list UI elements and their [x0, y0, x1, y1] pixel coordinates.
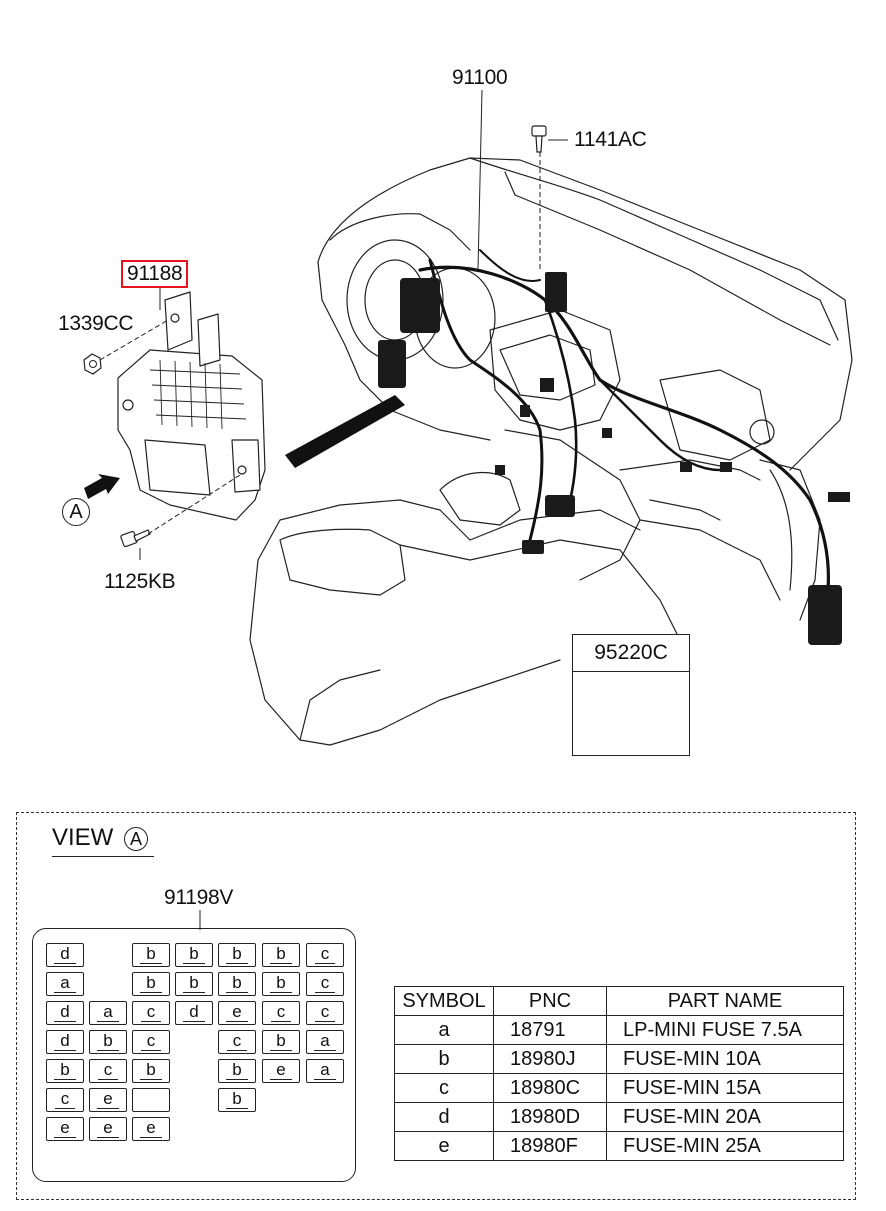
fuse-box-label: 91198V — [164, 886, 234, 909]
legend-part-name: FUSE-MIN 10A — [606, 1044, 844, 1074]
fuse-slot: c — [306, 972, 344, 996]
table-row: a 18791 LP-MINI FUSE 7.5A — [394, 1015, 844, 1045]
bolt-top-label: 1141AC — [574, 128, 647, 151]
legend-pnc: 18980D — [493, 1102, 607, 1132]
wiring-harness-illustration — [83, 89, 853, 746]
legend-pnc: 18980C — [493, 1073, 607, 1103]
legend-symbol: a — [394, 1015, 494, 1045]
relay-label: 95220C — [573, 635, 689, 672]
fuse-slot: b — [262, 1030, 300, 1054]
fuse-slot: c — [306, 943, 344, 967]
fuse-slot: b — [132, 1059, 170, 1083]
view-marker-circle: A — [62, 498, 90, 526]
legend-symbol: c — [394, 1073, 494, 1103]
view-title: VIEW A — [52, 824, 155, 857]
table-row: d 18980D FUSE-MIN 20A — [394, 1102, 844, 1132]
fuse-slot: c — [262, 1001, 300, 1025]
legend-header-part-name: PART NAME — [606, 986, 844, 1016]
fuse-slot: b — [218, 1088, 256, 1112]
fuse-box — [32, 928, 356, 1182]
fuse-slot: d — [46, 943, 84, 967]
fuse-slot: c — [306, 1001, 344, 1025]
legend-pnc: 18791 — [493, 1015, 607, 1045]
bolt-bottom-label: 1125KB — [104, 570, 176, 593]
fuse-slot: e — [132, 1117, 170, 1141]
fuse-slot: b — [175, 972, 213, 996]
table-row: c 18980C FUSE-MIN 15A — [394, 1073, 844, 1103]
junction-box-label: 91188 — [121, 260, 189, 288]
fuse-slot: b — [132, 972, 170, 996]
legend-symbol: d — [394, 1102, 494, 1132]
view-title-text: VIEW — [52, 824, 114, 851]
legend-part-name: LP-MINI FUSE 7.5A — [606, 1015, 844, 1045]
fuse-slot: c — [132, 1001, 170, 1025]
fuse-slot: b — [218, 1059, 256, 1083]
legend-symbol: b — [394, 1044, 494, 1074]
legend-part-name: FUSE-MIN 20A — [606, 1102, 844, 1132]
fuse-slot: b — [175, 943, 213, 967]
fuse-slot: d — [175, 1001, 213, 1025]
fuse-slot: b — [262, 943, 300, 967]
fuse-slot: a — [46, 972, 84, 996]
fuse-slot: a — [306, 1030, 344, 1054]
view-a-frame — [16, 812, 856, 1200]
nut-label: 1339CC — [58, 312, 134, 335]
legend-part-name: FUSE-MIN 25A — [606, 1131, 844, 1161]
relay-callout-box: 95220C — [572, 634, 690, 756]
fuse-slot: b — [218, 972, 256, 996]
fuse-slot: b — [218, 943, 256, 967]
fuse-slot: e — [46, 1117, 84, 1141]
fuse-slot: b — [262, 972, 300, 996]
fuse-slot: d — [46, 1001, 84, 1025]
legend-header-pnc: PNC — [493, 986, 607, 1016]
legend-header-symbol: SYMBOL — [394, 986, 494, 1016]
fuse-slot: e — [218, 1001, 256, 1025]
fuse-slot: e — [89, 1088, 127, 1112]
legend-pnc: 18980F — [493, 1131, 607, 1161]
legend-pnc: 18980J — [493, 1044, 607, 1074]
view-title-marker: A — [124, 826, 149, 851]
table-row: e 18980F FUSE-MIN 25A — [394, 1131, 844, 1161]
legend-header-row: SYMBOL PNC PART NAME — [394, 986, 844, 1016]
fuse-slot: e — [89, 1117, 127, 1141]
fuse-slot: a — [306, 1059, 344, 1083]
fuse-slot: c — [132, 1030, 170, 1054]
fuse-slot: b — [132, 943, 170, 967]
fuse-slot: b — [89, 1030, 127, 1054]
legend-symbol: e — [394, 1131, 494, 1161]
fuse-legend-table: SYMBOL PNC PART NAME a 18791 LP-MINI FUS… — [394, 986, 844, 1161]
legend-part-name: FUSE-MIN 15A — [606, 1073, 844, 1103]
harness-label: 91100 — [452, 66, 508, 89]
fuse-slot: c — [218, 1030, 256, 1054]
fuse-slot: b — [46, 1059, 84, 1083]
fuse-slot: a — [89, 1001, 127, 1025]
fuse-slot: d — [46, 1030, 84, 1054]
fuse-slot: e — [262, 1059, 300, 1083]
fuse-slot: c — [46, 1088, 84, 1112]
fuse-slot-empty — [132, 1088, 170, 1112]
fuse-slot: c — [89, 1059, 127, 1083]
table-row: b 18980J FUSE-MIN 10A — [394, 1044, 844, 1074]
